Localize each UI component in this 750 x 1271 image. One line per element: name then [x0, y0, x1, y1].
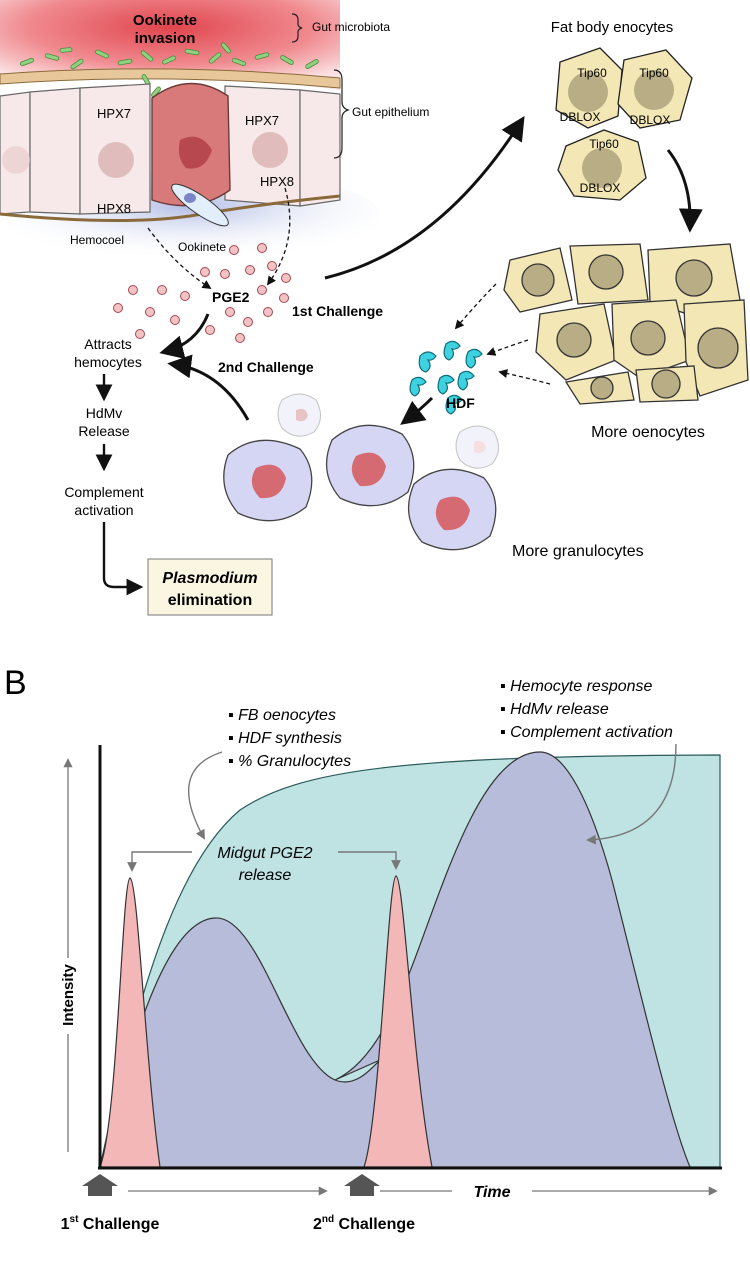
pge2-bracket-right [338, 851, 401, 870]
elimination-box [147, 558, 273, 616]
ookinete-label: Ookinete [178, 240, 226, 254]
granulocytes [223, 393, 499, 551]
more-granulocytes-label: More granulocytes [512, 543, 644, 560]
tip60-label-1: Tip60 [577, 66, 607, 80]
pge2-bracket-left [127, 851, 192, 872]
flow-complement-line1: Complement [64, 484, 143, 500]
second-challenge-label: 2nd Challenge [218, 359, 314, 375]
gut-illustration [0, 0, 380, 260]
dashed-arrow-oenocytes-hdf-1 [454, 283, 497, 330]
elimination-line1: Plasmodium [162, 570, 257, 587]
hpx7-left-label: HPX7 [97, 106, 131, 121]
hpx7-right-label: HPX7 [245, 113, 279, 128]
arrow-to-sustained-curve [188, 751, 223, 840]
arrow-hdf-to-granulocytes [400, 396, 434, 425]
hemocoel-label: Hemocoel [70, 233, 124, 247]
arrow-pge2-to-hemocytes [159, 313, 210, 359]
hpx8-right-label: HPX8 [260, 174, 294, 189]
hpx8-left-label: HPX8 [97, 201, 131, 216]
time-label: Time [473, 1184, 510, 1201]
svg-text:▪ Complement activation: ▪ Complement activation [500, 724, 673, 741]
svg-text:▪ Hemocyte response: ▪ Hemocyte response [500, 678, 653, 695]
fat-body-title: Fat body enocytes [551, 19, 674, 36]
pge2-peak-2 [363, 875, 433, 1168]
flow-hdmv-line1: HdMv [86, 405, 123, 421]
gut-microbiota-label: Gut microbiota [312, 20, 390, 34]
intensity-curves [99, 751, 721, 1168]
hemocyte-curve-1 [99, 917, 381, 1168]
left-bullets: ▪ FB oenocytes ▪ HDF synthesis ▪ % Granu… [228, 707, 351, 770]
pge2-peak-1 [99, 877, 161, 1168]
dashed-arrow-oenocytes-hdf-3 [498, 369, 551, 385]
pge2-note-line2: release [239, 867, 292, 884]
more-oenocytes-label: More oenocytes [591, 424, 705, 441]
tip60-label-2: Tip60 [639, 66, 669, 80]
second-challenge-axis-label: 2nd Challenge [313, 1214, 415, 1233]
arrow-to-hemocyte-peak [586, 743, 677, 845]
pge2-dots [113, 243, 291, 343]
arrow-to-fat-body [324, 115, 525, 280]
panel-b-letter: B [4, 664, 27, 702]
hdf-molecules [409, 340, 483, 415]
pge2-note-line1: Midgut PGE2 [217, 845, 312, 862]
fat-body-enocytes [555, 47, 693, 201]
svg-text:▪ HDF synthesis: ▪ HDF synthesis [228, 730, 342, 747]
tip60-label-3: Tip60 [589, 137, 619, 151]
svg-text:▪ HdMv release: ▪ HdMv release [500, 701, 609, 718]
dashed-arrow-ookinete-pge2 [266, 187, 291, 286]
arrow-second-challenge [167, 354, 250, 421]
arrow-enocytes-to-oenocytes [666, 149, 703, 233]
right-bullets: ▪ Hemocyte response ▪ HdMv release ▪ Com… [500, 678, 673, 741]
oenocyte-cluster [503, 243, 749, 405]
elimination-line2: elimination [168, 592, 252, 609]
second-challenge-marker [344, 1174, 380, 1196]
dblox-label-2: DBLOX [630, 113, 671, 127]
pge2-label: PGE2 [212, 289, 250, 305]
dblox-label-3: DBLOX [580, 181, 621, 195]
svg-text:▪ % Granulocytes: ▪ % Granulocytes [228, 753, 351, 770]
flow-arrow-3 [102, 522, 144, 596]
ookinete-invasion-label-2: invasion [135, 30, 196, 47]
dblox-label-1: DBLOX [560, 110, 601, 124]
hdf-label: HDF [446, 395, 475, 411]
first-challenge-marker [82, 1174, 118, 1196]
first-challenge-axis-label: 1st Challenge [61, 1214, 160, 1233]
flow-hdmv-line2: Release [78, 423, 130, 439]
gut-epithelium-label: Gut epithelium [352, 105, 429, 119]
hemocyte-curve-2 [334, 751, 691, 1168]
dashed-arrow-hpx-pge2 [147, 227, 212, 289]
ookinete-cell [171, 183, 229, 227]
ookinete-invasion-label: Ookinete [133, 12, 197, 29]
flow-complement-line2: activation [74, 502, 133, 518]
y-axis-label: Intensity [60, 964, 77, 1026]
first-challenge-label: 1st Challenge [292, 303, 383, 319]
flow-attracts-line2: hemocytes [74, 354, 142, 370]
dashed-arrow-oenocytes-hdf-2 [486, 339, 529, 356]
svg-text:▪ FB oenocytes: ▪ FB oenocytes [228, 707, 336, 724]
flow-attracts-line1: Attracts [84, 336, 131, 352]
